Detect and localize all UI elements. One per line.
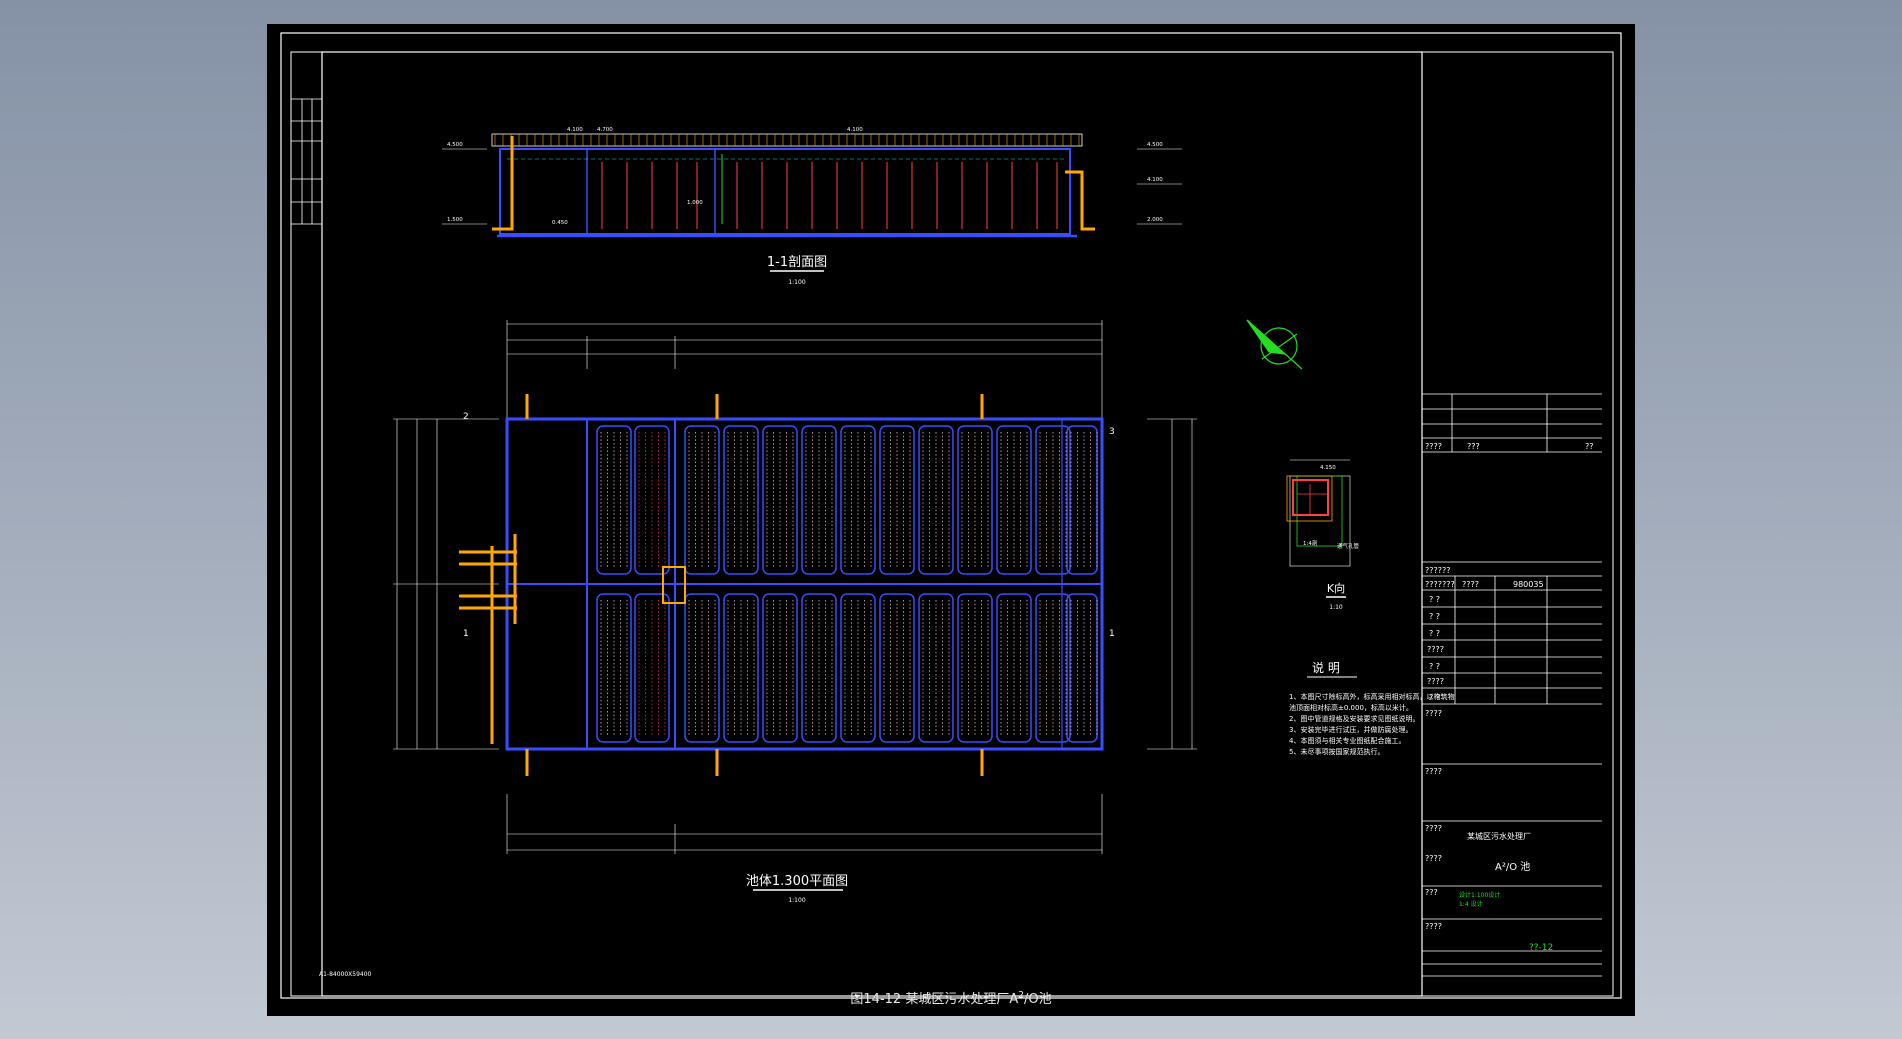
aeration-lane xyxy=(918,593,954,743)
tb-project-label: ???? xyxy=(1425,824,1442,833)
cad-drawing-sheet: ???? ??? ?? ?????? ??????? ???? 980035 ?… xyxy=(267,24,1635,1016)
tb-drawing-sub2: 1:4 设计 xyxy=(1459,900,1483,908)
section-mark-1-right: 1 xyxy=(1109,629,1115,639)
aeration-lane xyxy=(1066,425,1098,575)
aeration-lane xyxy=(596,593,632,743)
aeration-lane xyxy=(801,425,837,575)
tb-small-7: ? ? xyxy=(1429,693,1440,702)
plan-view: 2 1 3 1 xyxy=(393,320,1197,854)
aeration-lane xyxy=(634,425,670,575)
tb-row-c-2: ???? xyxy=(1462,580,1479,589)
note-4: 4、本图须与相关专业图纸配合施工。 xyxy=(1289,736,1405,745)
tb-row-c-3: 980035 xyxy=(1513,580,1544,589)
tb-small-4: ???? xyxy=(1427,645,1444,654)
title-block xyxy=(1421,52,1602,996)
tb-row-d: ???? xyxy=(1425,709,1442,718)
aeration-lane xyxy=(840,425,876,575)
section-view: 4.500 4.100 4.700 4.100 1.500 0.450 1.00… xyxy=(442,127,1182,238)
kview-dim-left: 1:4剖 xyxy=(1303,539,1317,547)
kview-title: K向 xyxy=(1327,581,1345,595)
drawing-canvas: ???? ??? ?? ?????? ??????? ???? 980035 ?… xyxy=(280,32,1622,999)
aeration-lane xyxy=(596,425,632,575)
aeration-lane xyxy=(801,593,837,743)
section-scale: 1:100 xyxy=(788,279,805,286)
aeration-lane xyxy=(762,425,798,575)
section-mark-1-left: 1 xyxy=(463,629,469,639)
level-r3: 2.000 xyxy=(1147,217,1163,223)
tb-small-2: ? ? xyxy=(1429,612,1440,621)
aeration-lane xyxy=(684,593,720,743)
tb-row-a-1: ???? xyxy=(1425,442,1442,451)
tb-row-c-1: ??????? xyxy=(1425,580,1455,589)
tb-row-b-1: ?????? xyxy=(1425,566,1450,575)
notes-title: 说 明 xyxy=(1312,660,1340,675)
aeration-lane xyxy=(918,425,954,575)
section-mark-3-right: 3 xyxy=(1109,427,1115,437)
tb-sheet-label: ???? xyxy=(1425,922,1442,931)
aeration-lane xyxy=(1035,425,1071,575)
kview-scale: 1:10 xyxy=(1329,604,1343,611)
aeration-lane xyxy=(1035,593,1071,743)
drawing-border xyxy=(321,51,1423,997)
k-view-detail: 4.150 1:4剖 通气孔管 xyxy=(1286,459,1360,567)
tb-no-label: ??? xyxy=(1425,888,1438,897)
note-2: 2、图中管道规格及安装要求见图纸说明。 xyxy=(1289,714,1419,723)
aeration-lane xyxy=(723,425,759,575)
tb-drawing-sub1: 设计1:100设计 xyxy=(1459,891,1500,899)
sheet-size-code: A1-84000X59400 xyxy=(319,971,372,978)
note-1: 1、本图尺寸除标高外，标高采用相对标高，以构筑物 xyxy=(1289,692,1454,701)
note-5: 5、未尽事项按国家规范执行。 xyxy=(1289,747,1384,756)
filing-strip xyxy=(290,51,323,225)
section-mark-2-left: 2 xyxy=(463,412,469,422)
level-l2: 4.100 xyxy=(567,127,583,133)
tb-row-a-2: ??? xyxy=(1467,442,1480,451)
note-3: 3、安装完毕进行试压，并做防腐处理。 xyxy=(1289,725,1412,734)
outer-frame-2 xyxy=(290,51,1614,997)
aeration-lane xyxy=(957,425,993,575)
outer-frame xyxy=(280,32,1622,999)
tb-sheet-no: ??-12 xyxy=(1529,943,1553,953)
kview-dim-right: 通气孔管 xyxy=(1337,542,1360,550)
level-l1: 4.500 xyxy=(447,142,463,148)
aeration-lane xyxy=(1066,593,1098,743)
tb-project-name: 某城区污水处理厂 xyxy=(1467,831,1531,841)
level-l4: 4.100 xyxy=(847,127,863,133)
level-l7: 1.000 xyxy=(687,200,703,206)
tb-small-6: ???? xyxy=(1427,677,1444,686)
caption-main: 图14-12 某城区污水处理厂A xyxy=(850,992,1019,1007)
caption-sup: 2 xyxy=(1018,990,1024,1001)
level-r1: 4.500 xyxy=(1147,142,1163,148)
north-arrow xyxy=(1246,319,1303,370)
level-l3: 4.700 xyxy=(597,127,613,133)
level-l6: 0.450 xyxy=(552,220,568,226)
tb-small-1: ? ? xyxy=(1429,595,1440,604)
section-title: 1-1剖面图 xyxy=(767,255,827,270)
aeration-lane xyxy=(957,593,993,743)
kview-dim-top: 4.150 xyxy=(1320,465,1336,471)
figure-caption: 图14-12 某城区污水处理厂A2/O池 xyxy=(267,988,1635,1007)
level-r2: 4.100 xyxy=(1147,177,1163,183)
plan-title: 池体1.300平面图 xyxy=(746,874,848,889)
tb-row-e: ???? xyxy=(1425,767,1442,776)
plan-scale: 1:100 xyxy=(788,897,805,904)
level-l5: 1.500 xyxy=(447,217,463,223)
tb-drawing-label: ???? xyxy=(1425,854,1442,863)
aeration-lane xyxy=(879,425,915,575)
aeration-lane xyxy=(684,425,720,575)
aeration-lane xyxy=(879,593,915,743)
tb-small-3: ? ? xyxy=(1429,629,1440,638)
aeration-lane xyxy=(723,593,759,743)
aeration-lane xyxy=(996,425,1032,575)
aeration-lane xyxy=(840,593,876,743)
tb-row-a-3: ?? xyxy=(1585,442,1594,451)
aeration-lane xyxy=(762,593,798,743)
note-1b: 池顶面相对标高±0.000，标高以米计。 xyxy=(1289,703,1413,712)
aeration-lane xyxy=(996,593,1032,743)
aeration-lane xyxy=(634,593,670,743)
tb-small-5: ? ? xyxy=(1429,662,1440,671)
caption-tail: /O池 xyxy=(1023,992,1052,1007)
tb-drawing-name: A²/O 池 xyxy=(1495,860,1530,873)
